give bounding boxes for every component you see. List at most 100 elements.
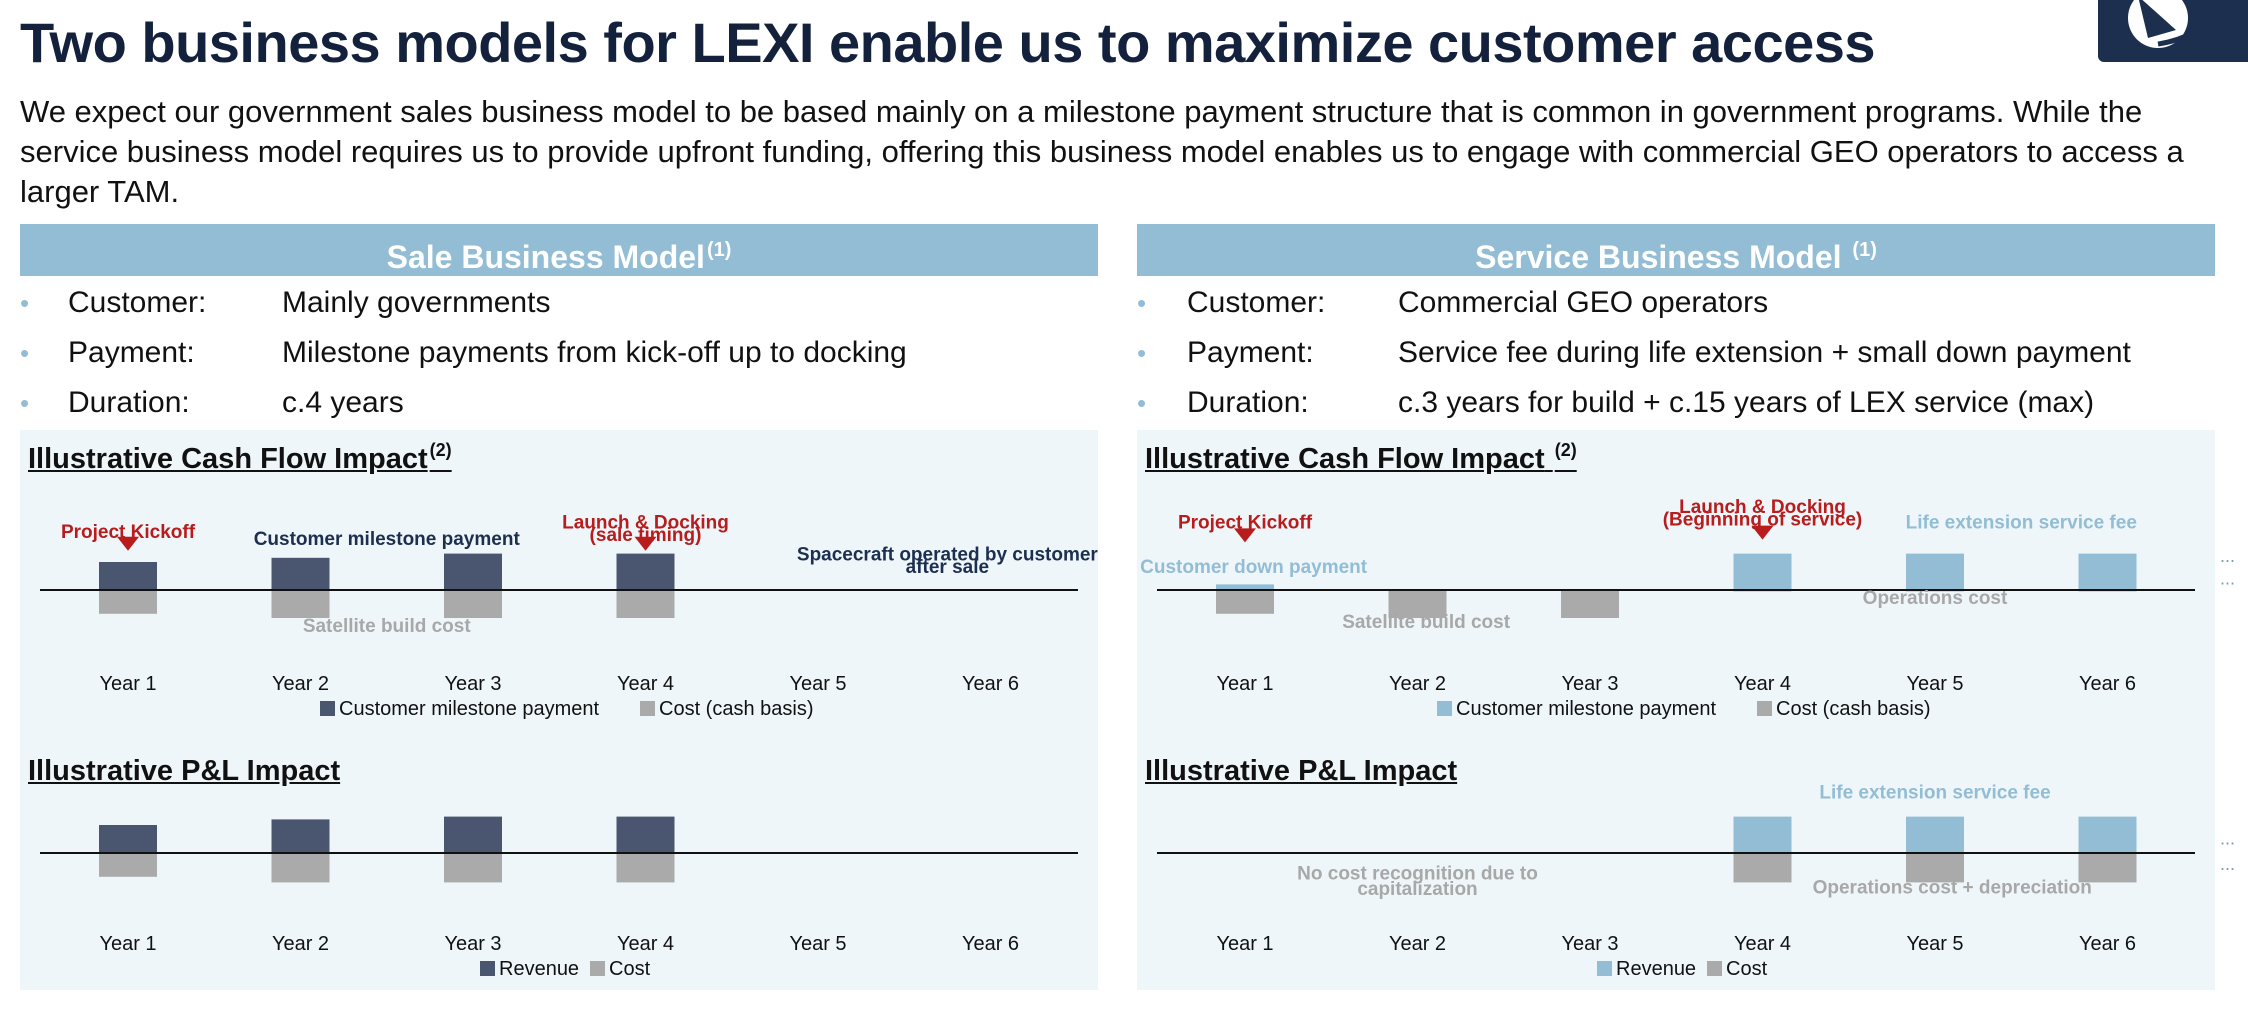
service-chart-panel <box>1137 430 2215 990</box>
bar-cost-cash-basis--year-1 <box>99 590 157 614</box>
sale-bullet-customer: • Customer: Mainly governments <box>20 285 550 321</box>
bullet-dot-icon: • <box>1137 388 1147 418</box>
bar-cost-year-4 <box>616 853 675 883</box>
bar-customer-milestone-payment-year-3 <box>444 553 502 590</box>
x-tick-label: Year 2 <box>1389 673 1446 695</box>
service-bullet-value: Commercial GEO operators <box>1398 286 1769 319</box>
legend-swatch <box>1707 961 1722 976</box>
sale-bullet-value: Milestone payments from kick-off up to d… <box>282 336 907 369</box>
bar-revenue-year-3 <box>444 816 502 853</box>
service-bullet-label: Customer: <box>1187 286 1326 319</box>
service-cf-title: Illustrative Cash Flow Impact (2) <box>1145 440 1577 476</box>
chart-annotation: Satellite build cost <box>303 616 472 637</box>
bullet-dot-icon: • <box>20 388 30 418</box>
legend-label: Cost (cash basis) <box>659 698 814 720</box>
sale-bullet-label: Payment: <box>68 336 195 369</box>
bullet-dot-icon: • <box>20 338 30 368</box>
chart-annotation: Project Kickoff <box>1178 512 1313 533</box>
legend-swatch <box>590 961 605 976</box>
continuation-ellipsis: ... <box>2220 546 2235 566</box>
service-bullet-label: Duration: <box>1187 386 1309 419</box>
legend-swatch <box>320 701 335 716</box>
sale-bullet-value: c.4 years <box>282 386 404 419</box>
sale-bullet-label: Duration: <box>68 386 190 419</box>
continuation-ellipsis: ... <box>2220 829 2235 849</box>
bar-revenue-year-2 <box>271 819 330 853</box>
service-bullet-customer: • Customer: Commercial GEO operators <box>1137 285 1768 321</box>
milestone-marker-icon <box>634 536 657 551</box>
x-tick-label: Year 4 <box>617 933 674 955</box>
x-tick-label: Year 1 <box>1216 933 1273 955</box>
x-tick-label: Year 5 <box>1906 933 1963 955</box>
legend-label: Revenue <box>499 958 579 980</box>
continuation-ellipsis: ... <box>2220 854 2235 874</box>
service-cf-note: (2) <box>1554 440 1577 460</box>
bullet-dot-icon: • <box>1137 338 1147 368</box>
sale-header-text: Sale Business Model <box>386 239 705 275</box>
sale-bullet-value: Mainly governments <box>282 286 551 319</box>
legend-label: Cost <box>1726 958 1768 980</box>
chart-annotation: Launch & Docking <box>562 512 729 533</box>
bar-customer-milestone-payment-year-4 <box>1733 553 1792 590</box>
logo-mark-icon <box>2128 0 2221 48</box>
x-tick-label: Year 4 <box>1734 933 1791 955</box>
chart-annotation: No cost recognition due to <box>1297 864 1538 885</box>
chart-annotation: capitalization <box>1357 879 1477 900</box>
page-subtitle: We expect our government sales business … <box>20 94 2184 209</box>
bar-revenue-year-6 <box>2078 816 2137 853</box>
bullet-dot-icon: • <box>20 288 30 318</box>
bar-cost-cash-basis--year-3 <box>1561 590 1619 618</box>
x-tick-label: Year 5 <box>789 673 846 695</box>
sale-header-note: (1) <box>706 239 732 261</box>
sale-bullet-duration: • Duration: c.4 years <box>20 385 404 421</box>
chart-annotation: (sale timing) <box>590 525 702 546</box>
service-bullet-label: Payment: <box>1187 336 1314 369</box>
legend-label: Revenue <box>1616 958 1696 980</box>
x-tick-label: Year 2 <box>272 673 329 695</box>
legend-swatch <box>1437 701 1452 716</box>
service-bullet-duration: • Duration: c.3 years for build + c.15 y… <box>1137 385 2094 421</box>
x-tick-label: Year 1 <box>99 673 156 695</box>
service-header-note: (1) <box>1852 239 1877 261</box>
chart-annotation: Spacecraft operated by customer <box>797 545 1099 566</box>
bar-revenue-year-4 <box>616 816 675 853</box>
chart-annotation: Project Kickoff <box>61 522 196 543</box>
milestone-marker-icon <box>117 536 139 551</box>
legend-label: Customer milestone payment <box>1456 698 1717 720</box>
x-tick-label: Year 6 <box>2079 933 2136 955</box>
x-tick-label: Year 1 <box>1216 673 1273 695</box>
legend-label: Cost <box>609 958 651 980</box>
chart-annotation: Satellite build cost <box>1342 612 1511 633</box>
service-pl-chart: Year 1 Year 2 Year 3 Year 4 Year 5 Year 6 Reve… <box>1157 782 2235 980</box>
bar-customer-milestone-payment-year-1 <box>99 562 157 590</box>
milestone-marker-icon <box>1234 528 1256 543</box>
service-model-header: Service Business Model (1) <box>1137 224 2215 276</box>
bar-customer-milestone-payment-year-2 <box>271 557 330 590</box>
bar-cost-year-2 <box>271 853 330 883</box>
legend-swatch <box>1757 701 1772 716</box>
milestone-marker-icon <box>1751 525 1774 540</box>
x-tick-label: Year 3 <box>1561 933 1618 955</box>
sale-pl-title: Illustrative P&L Impact <box>28 755 341 787</box>
bar-cost-cash-basis--year-1 <box>1216 590 1274 614</box>
legend-swatch <box>1597 961 1612 976</box>
x-tick-label: Year 2 <box>1389 933 1446 955</box>
chart-annotation: Life extension service fee <box>1819 782 2050 803</box>
x-tick-label: Year 5 <box>1906 673 1963 695</box>
bar-cost-year-1 <box>99 853 157 877</box>
x-tick-label: Year 6 <box>962 933 1019 955</box>
service-bullet-value: c.3 years for build + c.15 years of LEX … <box>1398 386 2095 419</box>
x-tick-label: Year 3 <box>444 673 501 695</box>
bar-cost-cash-basis--year-3 <box>444 590 502 618</box>
sale-model-header: Sale Business Model(1) <box>20 224 1098 276</box>
sale-cf-note: (2) <box>429 440 452 460</box>
bar-cost-year-4 <box>1733 853 1792 883</box>
legend-label: Cost (cash basis) <box>1776 698 1931 720</box>
bar-revenue-year-1 <box>99 825 157 853</box>
service-bullet-payment: • Payment: Service fee during life exten… <box>1137 335 2131 371</box>
bar-cost-year-5 <box>1906 853 1964 883</box>
chart-annotation: after sale <box>906 557 989 578</box>
company-logo <box>2098 0 2248 62</box>
